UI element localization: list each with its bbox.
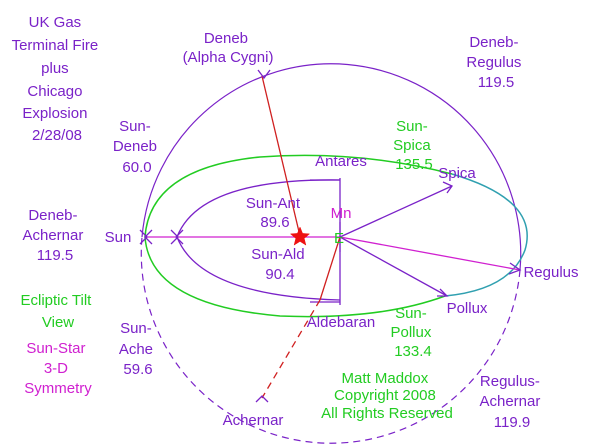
label-sun-spica: Sun- Spica 135.5 [393,118,435,173]
credit-text: Matt Maddox Copyright 2008 All Rights Re… [321,370,453,422]
red-star-marker [289,226,311,246]
arrow-inner-left [175,229,184,245]
label-deneb-regulus: Deneb- Regulus 119.5 [466,34,525,91]
arrow-spica [442,181,453,194]
label-spica: Spica [438,165,476,182]
symmetry-label: Sun-Star 3-D Symmetry [24,340,92,397]
label-deneb-achernar: Deneb- Achernar 119.5 [22,207,87,264]
line-deneb-star [261,75,301,237]
ecliptic-green-upper [144,154,453,238]
label-pollux: Pollux [447,300,488,317]
view-label: Ecliptic Tilt View [20,292,95,331]
arrow-achernar [255,395,269,403]
label-achernar: Achernar [223,412,284,429]
line-earth-pollux [339,236,448,297]
label-regulus: Regulus [523,264,578,281]
line-achernar-dashed [261,299,321,399]
label-moon: Mn [331,205,352,222]
label-sun-ald: Sun-Ald 90.4 [251,246,309,283]
label-sun-pollux: Sun- Pollux 133.4 [390,305,435,360]
arrow-deneb [257,69,271,80]
arrow-pollux [437,288,449,297]
arrow-regulus [508,262,522,275]
outer-circle-dashed [140,236,521,444]
label-sun-deneb: Sun- Deneb 60.0 [113,118,161,176]
label-sun: Sun [105,229,132,246]
line-earth-regulus [339,236,521,271]
ecliptic-green-lower [144,236,446,318]
arrow-inner-right [170,229,179,245]
arrow-sun-right [139,229,148,245]
line-star-achernar-solid [319,236,341,301]
ecliptic-teal-right [444,173,528,297]
arrow-sun-left [144,229,153,245]
title-text: UK Gas Terminal Fire plus Chicago Explos… [12,14,103,144]
label-earth: E [334,230,344,247]
label-aldebaran: Aldebaran [307,314,375,331]
label-deneb: Deneb (Alpha Cygni) [183,30,274,66]
label-sun-ache: Sun- Ache 59.6 [119,320,157,378]
outer-circle-solid [141,63,522,271]
label-regulus-achernar: Regulus- Achernar 119.9 [479,373,544,431]
line-earth-spica [339,185,453,238]
label-antares: Antares [315,153,367,170]
label-sun-ant: Sun-Ant 89.6 [246,195,304,231]
